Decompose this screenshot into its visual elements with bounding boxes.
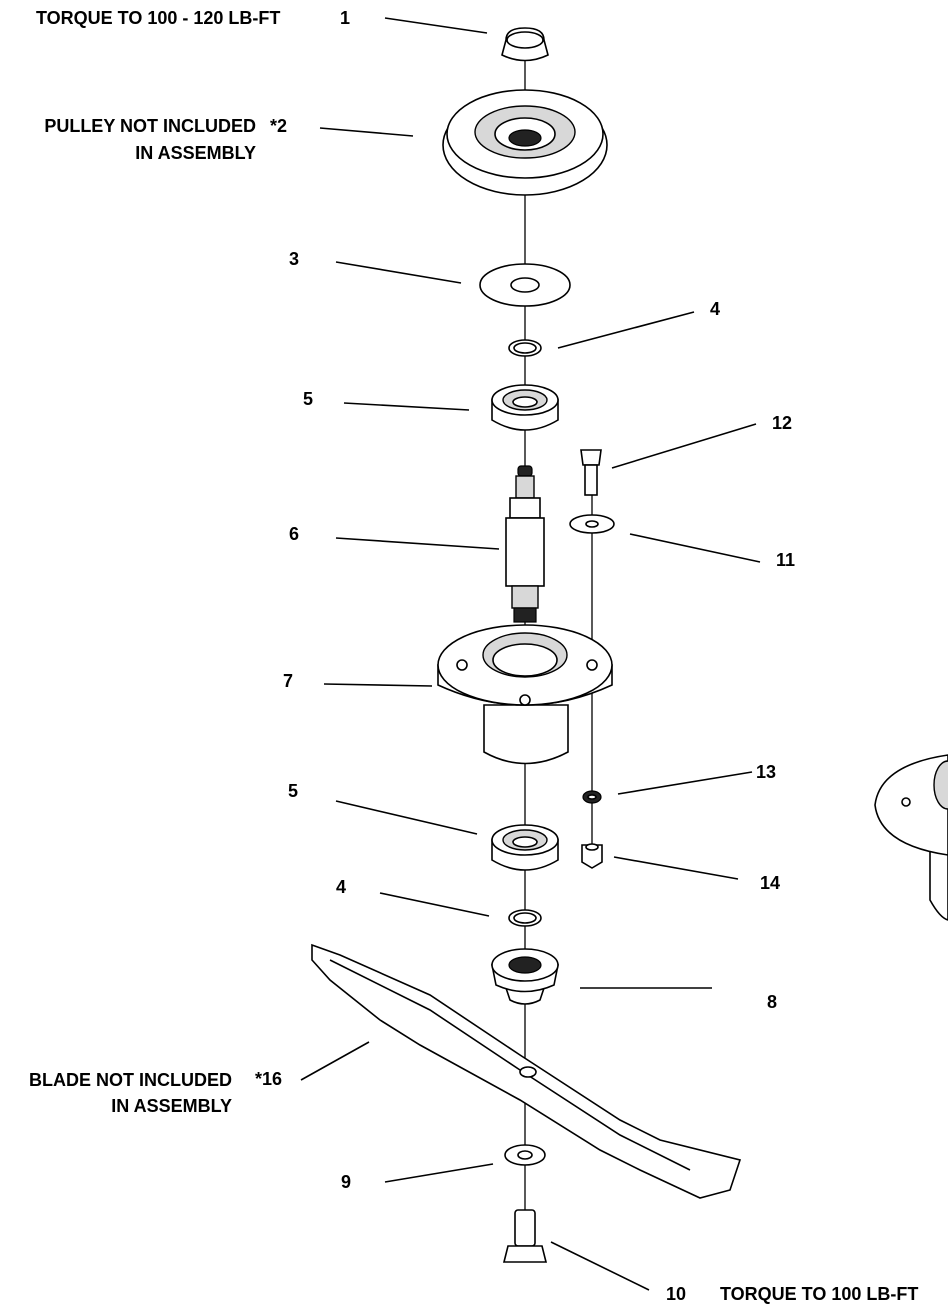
- callout-16: *16: [255, 1069, 282, 1089]
- leader-5b: [335, 800, 478, 835]
- part-2-pulley: [442, 89, 608, 196]
- part-8-blade-hub: [491, 948, 559, 1005]
- leader-11: [629, 533, 761, 563]
- part-14-nut: [581, 843, 603, 869]
- note-torque-bolt: TORQUE TO 100 LB-FT: [720, 1284, 918, 1304]
- note-blade-line1: BLADE NOT INCLUDED: [29, 1070, 232, 1090]
- leader-1: [384, 17, 488, 34]
- callout-6: 6: [289, 524, 299, 544]
- callout-9: 9: [341, 1172, 351, 1192]
- part-5-bearing-upper: [491, 384, 559, 431]
- leader-16: [300, 1041, 370, 1081]
- callout-3: 3: [289, 249, 299, 269]
- callout-5-upper: 5: [303, 389, 313, 409]
- leader-10: [550, 1241, 650, 1291]
- callout-12: 12: [772, 413, 792, 433]
- leader-3: [335, 261, 462, 284]
- leader-7: [323, 683, 433, 687]
- assembled-housing-view: [874, 754, 948, 921]
- part-9-washer: [504, 1144, 546, 1166]
- part-12-bolt: [580, 449, 602, 496]
- callout-13: 13: [756, 762, 776, 782]
- leader-9: [384, 1163, 494, 1183]
- callout-8: 8: [767, 992, 777, 1012]
- part-4-spacer-upper: [508, 339, 542, 357]
- callout-14: 14: [760, 873, 780, 893]
- part-1-nut: [501, 27, 549, 62]
- leader-6: [335, 537, 500, 550]
- note-pulley-line2: IN ASSEMBLY: [135, 143, 256, 163]
- leader-4a: [557, 311, 695, 349]
- callout-4-upper: 4: [710, 299, 720, 319]
- callout-1: 1: [340, 8, 350, 28]
- part-6-spindle-shaft: [505, 465, 545, 623]
- leader-13: [617, 771, 753, 795]
- callout-5-lower: 5: [288, 781, 298, 801]
- callout-10: 10: [666, 1284, 686, 1304]
- note-torque-nut: TORQUE TO 100 - 120 LB-FT: [36, 8, 280, 28]
- part-13-lock-washer: [582, 790, 602, 804]
- callout-11: 11: [776, 550, 795, 570]
- callout-4-lower: 4: [336, 877, 346, 897]
- part-7-spindle-housing: [437, 624, 613, 765]
- callout-2: *2: [270, 116, 287, 136]
- note-blade-line2: IN ASSEMBLY: [111, 1096, 232, 1116]
- callout-7: 7: [283, 671, 293, 691]
- leader-12: [611, 423, 757, 469]
- part-11-washer: [569, 514, 615, 534]
- part-16-blade: [311, 943, 742, 1199]
- note-pulley-line1: PULLEY NOT INCLUDED: [44, 116, 256, 136]
- part-4-spacer-lower: [508, 909, 542, 927]
- leader-14: [613, 856, 739, 880]
- leader-5a: [343, 402, 470, 411]
- part-5-bearing-lower: [491, 824, 559, 871]
- leader-4b: [379, 892, 490, 917]
- leader-2: [319, 127, 414, 137]
- part-10-bolt: [502, 1209, 548, 1263]
- part-3-washer: [479, 263, 571, 307]
